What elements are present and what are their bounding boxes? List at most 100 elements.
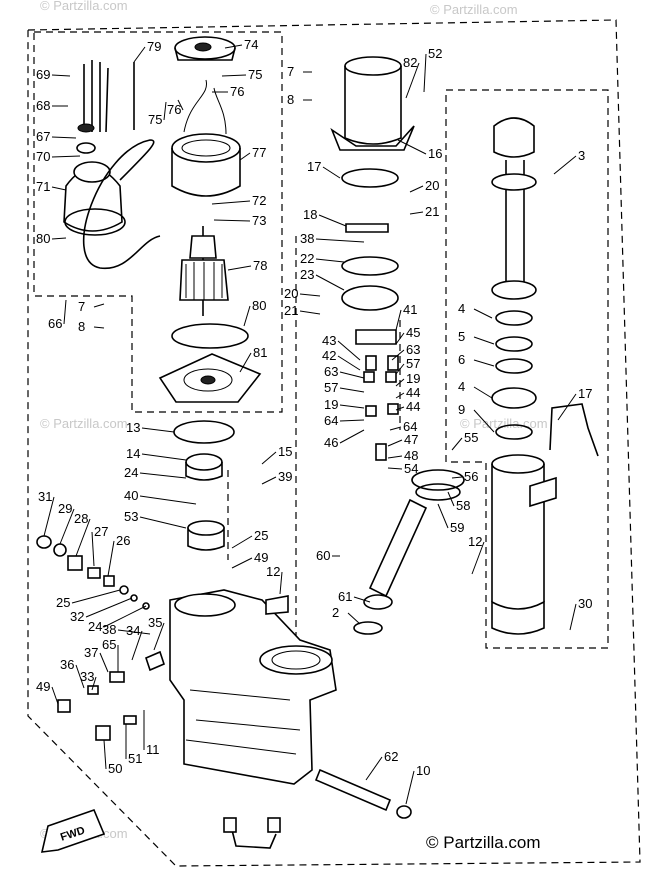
leader-line: [405, 62, 420, 99]
callout-number: 73: [252, 213, 266, 228]
reservoir: [330, 56, 415, 188]
callout-number: 32: [70, 609, 84, 624]
leader-line: [447, 491, 455, 507]
callout-number: 39: [278, 469, 292, 484]
leader-line: [473, 308, 493, 319]
callout-number: 19: [324, 397, 338, 412]
callout-number: 16: [428, 146, 442, 161]
callout-number: 76: [167, 102, 181, 117]
callout-number: 20: [425, 178, 439, 193]
callout-number: 55: [464, 430, 478, 445]
callout-number: 12: [266, 564, 280, 579]
callout-number: 17: [578, 386, 592, 401]
callout-number: 69: [36, 67, 50, 82]
callout-number: 24: [124, 465, 138, 480]
leader-line: [141, 427, 175, 433]
callout-number: 49: [254, 550, 268, 565]
callout-number: 53: [124, 509, 138, 524]
callout-number: 24: [88, 619, 102, 634]
callout-number: 4: [458, 379, 465, 394]
callout-number: 6: [458, 352, 465, 367]
leader-line: [133, 46, 146, 63]
leader-line: [409, 185, 424, 193]
motor-cover: [63, 60, 161, 269]
callout-number: 37: [84, 645, 98, 660]
callout-number: 77: [252, 145, 266, 160]
leader-line: [299, 293, 321, 297]
callout-number: 82: [403, 55, 417, 70]
tilt-cylinder: [491, 117, 557, 635]
callout-number: 30: [578, 596, 592, 611]
leader-line: [423, 53, 427, 93]
watermark: © Partzilla.com: [40, 0, 128, 13]
callout-number: 26: [116, 533, 130, 548]
leader-line: [473, 409, 495, 433]
callout-number: 8: [287, 92, 294, 107]
leader-line: [75, 664, 85, 689]
leader-line: [63, 299, 67, 325]
callout-number: 28: [74, 511, 88, 526]
callout-number: 80: [36, 231, 50, 246]
callout-number: 75: [148, 112, 162, 127]
o-ring: [171, 323, 249, 349]
leader-line: [473, 359, 495, 367]
watermark: © Partzilla.com: [40, 416, 128, 431]
callout-number: 38: [300, 231, 314, 246]
leader-line: [339, 371, 365, 379]
leader-line: [221, 74, 247, 77]
callout-number: 51: [128, 751, 142, 766]
cylinder-subassembly-boundary: [445, 89, 609, 649]
callout-number: 60: [316, 548, 330, 563]
callout-number: 59: [450, 520, 464, 535]
callout-number: 14: [126, 446, 140, 461]
leader-line: [51, 237, 67, 240]
callout-number: 3: [578, 148, 585, 163]
leader-line: [339, 404, 365, 409]
callout-number: 50: [108, 761, 122, 776]
leader-line: [51, 186, 67, 191]
leader-line: [387, 455, 403, 459]
callout-number: 54: [404, 461, 418, 476]
leader-line: [409, 211, 424, 215]
callout-number: 5: [458, 329, 465, 344]
leader-line: [395, 309, 402, 331]
leader-line: [239, 152, 251, 161]
leader-line: [231, 557, 253, 569]
leader-line: [279, 571, 283, 595]
callout-number: 38: [102, 622, 116, 637]
leader-line: [569, 603, 577, 631]
leader-line: [139, 495, 197, 505]
callout-number: 29: [58, 501, 72, 516]
callout-number: 7: [287, 64, 294, 79]
callout-number: 4: [458, 301, 465, 316]
callout-number: 20: [284, 286, 298, 301]
callout-number: 67: [36, 129, 50, 144]
callout-number: 68: [36, 98, 50, 113]
callout-number: 44: [406, 399, 420, 414]
leader-line: [389, 426, 402, 431]
callout-number: 52: [428, 46, 442, 61]
callout-number: 34: [126, 623, 140, 638]
leader-line: [339, 419, 365, 422]
leader-line: [71, 589, 121, 604]
valve-stack: [363, 355, 399, 461]
leader-line: [471, 541, 485, 575]
callout-number: 58: [456, 498, 470, 513]
leader-line: [107, 540, 115, 577]
callout-number: 2: [332, 605, 339, 620]
leader-line: [557, 393, 577, 421]
callout-number: 35: [148, 615, 162, 630]
callout-number: 31: [38, 489, 52, 504]
watermark: © Partzilla.com: [430, 2, 518, 17]
callout-number: 23: [300, 267, 314, 282]
callout-number: 47: [404, 432, 418, 447]
leader-line: [85, 597, 133, 618]
callout-number: 57: [406, 356, 420, 371]
callout-number: 21: [425, 204, 439, 219]
callout-number: 25: [56, 595, 70, 610]
leader-line: [99, 652, 109, 673]
leader-line: [337, 340, 361, 361]
leader-line: [322, 166, 341, 179]
